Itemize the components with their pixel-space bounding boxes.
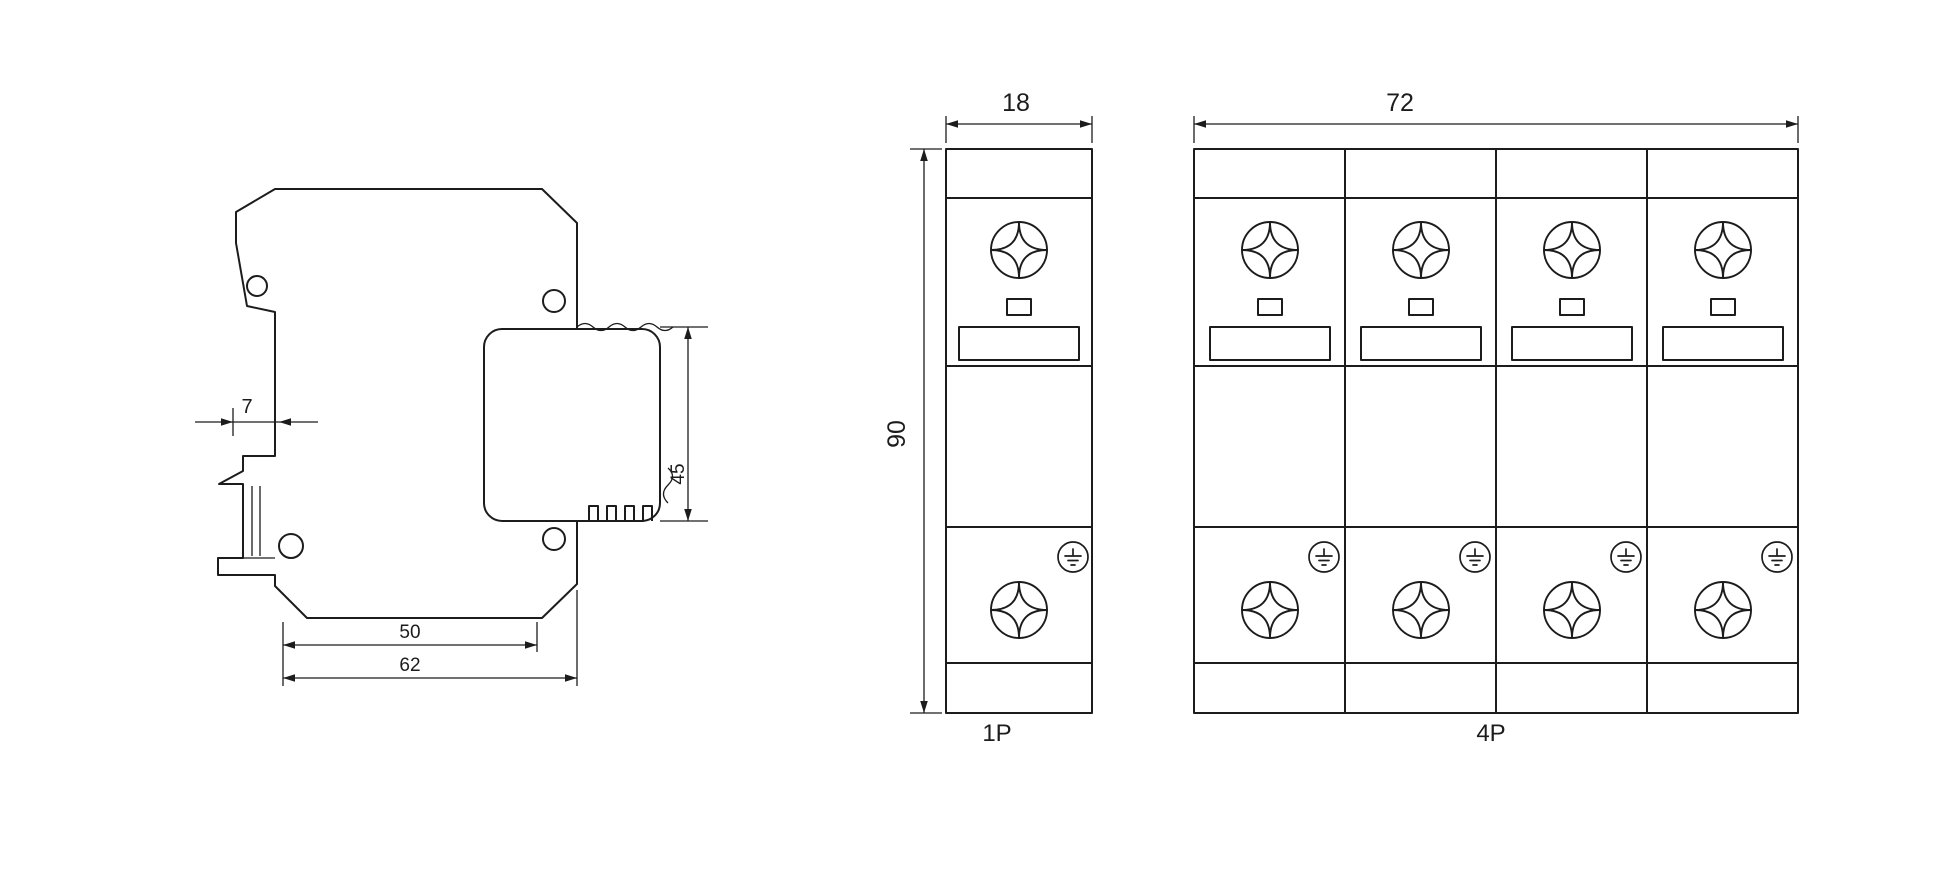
side-view-dimensions: 7 45 50 62	[195, 326, 708, 686]
housing-outline-1p	[945, 148, 1093, 714]
rivet-hole	[542, 527, 566, 551]
status-window-tab	[1408, 298, 1434, 316]
dim-label-height: 90	[883, 420, 911, 448]
pole-module	[1360, 221, 1491, 639]
dim-label-depth-overall: 62	[399, 655, 420, 676]
status-window-tab	[1710, 298, 1736, 316]
dim-label-width-1p: 18	[1002, 89, 1030, 117]
dim-label-clip-width: 7	[241, 396, 252, 418]
break-line-wave	[576, 322, 674, 332]
plug-in-cartridge	[483, 328, 661, 522]
rivet-hole	[278, 533, 304, 559]
rivet-hole	[542, 289, 566, 313]
contact-teeth	[588, 505, 653, 522]
dim-label-width-4p: 72	[1386, 89, 1414, 117]
label-window	[1360, 326, 1482, 361]
view-caption-4p: 4P	[1476, 720, 1505, 747]
wire-squiggle	[662, 467, 674, 504]
dim-label-cartridge-height: 45	[668, 463, 689, 484]
label-window	[958, 326, 1080, 361]
label-window	[1209, 326, 1331, 361]
dim-label-depth-inner: 50	[399, 622, 420, 643]
status-window-tab	[1257, 298, 1283, 316]
status-window-tab	[1006, 298, 1032, 316]
side-view	[217, 188, 674, 619]
label-window	[1662, 326, 1784, 361]
pole-module	[958, 221, 1089, 639]
mounting-hole	[246, 275, 268, 297]
label-window	[1511, 326, 1633, 361]
front-view-1p: 18 90 1P	[883, 89, 1093, 747]
view-caption-1p: 1P	[982, 720, 1011, 747]
front-view-4p: 72 4P	[1193, 89, 1799, 747]
status-window-tab	[1559, 298, 1585, 316]
pole-module	[1662, 221, 1793, 639]
pole-module	[1511, 221, 1642, 639]
pole-module	[1209, 221, 1340, 639]
